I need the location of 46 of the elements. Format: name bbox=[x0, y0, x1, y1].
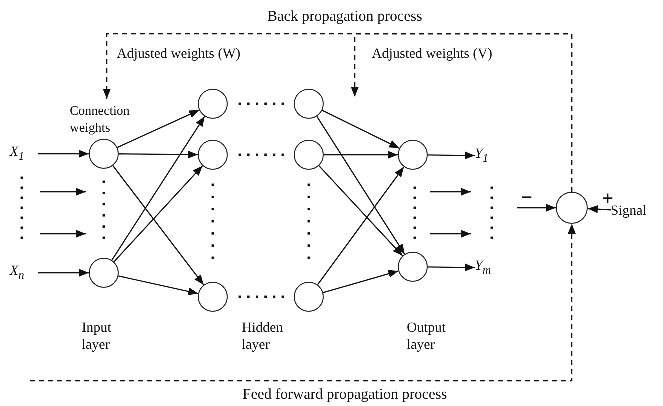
neuron-circle bbox=[398, 252, 428, 282]
arrow bbox=[119, 150, 198, 159]
edge-label: Feed forward propagation process bbox=[242, 386, 448, 404]
arrow bbox=[38, 150, 89, 158]
edge-label: Back propagation process bbox=[268, 8, 422, 26]
neuron-circle bbox=[198, 89, 228, 119]
layer-label: Hidden layer bbox=[242, 320, 284, 354]
neuron-circle bbox=[294, 89, 324, 119]
node-label: Connection weights bbox=[70, 101, 162, 137]
weights-label: Adjusted weights (W) bbox=[117, 46, 241, 63]
node-label: Signal bbox=[611, 203, 661, 220]
arrow bbox=[517, 204, 556, 212]
neuron-circle bbox=[89, 258, 119, 288]
neuron-circle bbox=[556, 192, 588, 224]
layer-label: Input layer bbox=[82, 320, 113, 354]
arrow bbox=[428, 264, 475, 272]
sign-label: − bbox=[521, 189, 533, 207]
arrow bbox=[324, 151, 398, 159]
node-label: X$_{1}$ bbox=[10, 144, 38, 164]
arrow bbox=[114, 166, 204, 262]
weights-label: Adjusted weights (V) bbox=[372, 46, 493, 63]
arrow bbox=[112, 116, 206, 261]
node-label: X$_{n}$ bbox=[10, 263, 38, 283]
dashed-arrow bbox=[351, 33, 573, 192]
neuron-circle bbox=[294, 282, 324, 312]
arrow bbox=[588, 205, 612, 214]
arrow bbox=[317, 166, 405, 286]
dashed-arrow bbox=[30, 224, 576, 382]
layer-label: Output layer bbox=[407, 320, 447, 354]
arrow bbox=[428, 152, 475, 160]
node-label: Y$_{1}$ bbox=[475, 146, 505, 166]
arrow bbox=[323, 270, 399, 294]
arrow bbox=[118, 276, 199, 296]
neuron-circle bbox=[198, 140, 228, 170]
neuron-circle bbox=[198, 282, 228, 312]
arrow bbox=[117, 110, 200, 148]
neuron-circle bbox=[398, 140, 428, 170]
arrow bbox=[318, 166, 404, 256]
sign-label: + bbox=[602, 190, 614, 208]
node-label: Y$_{m}$ bbox=[475, 258, 505, 278]
arrow bbox=[112, 166, 204, 286]
arrow bbox=[316, 116, 406, 255]
arrow bbox=[322, 110, 400, 149]
neuron-circle bbox=[89, 139, 119, 169]
neuron-circle bbox=[294, 140, 324, 170]
arrow bbox=[38, 269, 89, 277]
